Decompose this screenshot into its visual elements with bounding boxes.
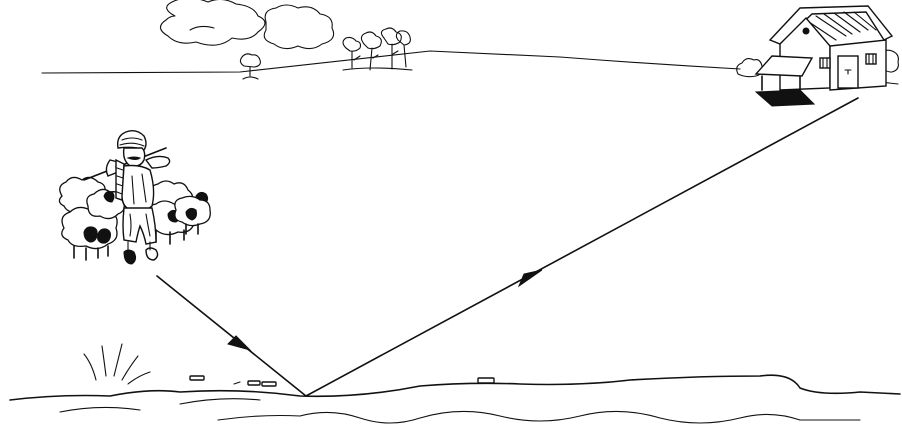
stone <box>247 380 261 386</box>
house-door-latch <box>844 69 852 75</box>
stone <box>477 377 495 384</box>
incident-ray <box>156 275 307 397</box>
house-porch-roof <box>754 55 814 77</box>
sheep-head-2 <box>97 228 111 244</box>
river-bank-near <box>9 374 901 401</box>
shepherd-dhoti <box>122 207 157 245</box>
shepherd-scarf-stripes <box>116 167 124 195</box>
grass-tuft <box>83 343 151 385</box>
sheep-head <box>103 191 115 203</box>
reflected-arrowhead <box>517 269 543 288</box>
shepherd-turban-folds <box>119 137 145 147</box>
house-gable-vent <box>802 27 810 35</box>
house-porch-posts <box>761 75 801 93</box>
house-window-left <box>819 57 831 69</box>
stone <box>261 381 277 387</box>
shepherd-body <box>121 164 155 212</box>
tree-cluster-ground <box>342 67 413 71</box>
house-window-left-bars <box>822 57 828 69</box>
house-bush-left <box>736 57 763 78</box>
tree-cluster-4 <box>395 30 411 68</box>
house-porch-shadow <box>754 89 816 107</box>
shepherd-staff <box>83 147 167 181</box>
tree-cluster-3 <box>380 27 402 70</box>
stone <box>189 375 205 381</box>
trees <box>239 27 413 80</box>
tree-cluster-2 <box>360 31 382 71</box>
tree-cluster-1 <box>342 36 362 69</box>
river-wave-3 <box>179 398 261 405</box>
cloud-left-detail <box>189 25 215 31</box>
shepherd-mustache <box>126 156 142 160</box>
sheep-legs <box>73 245 109 261</box>
incident-arrowhead <box>227 335 252 351</box>
river-wave-2 <box>217 410 861 424</box>
tree-small <box>239 53 261 77</box>
river <box>9 343 901 424</box>
shepherd-body-folds <box>131 173 147 205</box>
sheep-flock <box>58 176 211 261</box>
cloud-right <box>263 4 335 50</box>
shepherd-dhoti-folds <box>129 213 151 237</box>
shepherd-foot-right <box>145 247 159 261</box>
ray-paths <box>156 97 859 397</box>
reflected-ray <box>305 97 859 397</box>
house-window-right-bars <box>868 53 874 65</box>
stone <box>233 381 241 385</box>
shepherd-foot-left <box>123 249 137 265</box>
house-window-right <box>865 53 877 65</box>
sheep <box>174 195 211 235</box>
shepherd-shins <box>127 241 151 253</box>
sheep-legs <box>185 223 199 235</box>
sheep-head <box>185 207 197 221</box>
tree-small-base <box>242 76 259 80</box>
sheep-head <box>83 226 98 243</box>
shepherd <box>83 129 171 265</box>
house <box>736 5 899 107</box>
river-wave-1 <box>59 406 141 413</box>
house-roof-thatch <box>805 11 877 41</box>
cloud-left <box>159 0 266 46</box>
clouds <box>159 0 335 50</box>
